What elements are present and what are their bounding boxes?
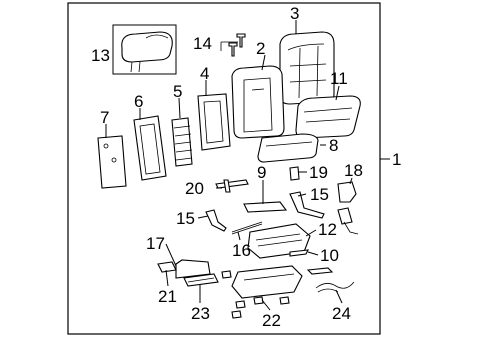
callout-23: 23 [191,304,210,323]
rail-cover [183,273,219,287]
back-panel [97,135,127,189]
seat-back-cover [279,31,335,105]
callout-12: 12 [318,220,337,239]
callout-21: 21 [158,287,177,306]
lumbar-panel [171,117,193,167]
wire-10 [289,249,309,257]
seat-pan [243,201,288,213]
trim-21 [157,261,177,273]
callout-1: 1 [392,150,401,169]
callout-14: 14 [193,34,212,53]
callout-8: 8 [329,136,338,155]
callout-13: 13 [91,46,110,65]
callout-5: 5 [173,82,182,101]
callout-22: 22 [262,311,281,330]
seat-cushion-pad [257,133,319,163]
leader-lines [105,20,353,311]
callout-labels: 1 2 3 4 5 6 7 8 9 10 11 12 13 14 15 15 1… [91,4,401,330]
module-wire [337,207,359,235]
seat-back-pad [231,65,285,139]
callout-2: 2 [256,39,265,58]
switch-panel [175,259,211,279]
recliner-bracket [215,179,249,193]
callout-19: 19 [309,163,328,182]
callout-17: 17 [146,234,165,253]
side-cover [337,181,357,203]
callout-20: 20 [185,179,204,198]
callout-15-right: 15 [310,185,329,204]
callout-9: 9 [257,163,266,182]
wire-harness [231,221,263,235]
callout-15-left: 15 [176,209,195,228]
callout-10: 10 [320,246,339,265]
bracket-19 [289,166,300,181]
seat-cushion-cover [295,95,361,139]
callout-18: 18 [344,161,363,180]
side-shield-right [289,191,325,219]
callout-4: 4 [200,64,209,83]
callout-16: 16 [232,241,251,260]
callout-3: 3 [290,4,299,23]
side-bezel [133,115,167,181]
callout-6: 6 [134,92,143,111]
callout-24: 24 [332,304,351,323]
seat-track-base [221,265,303,319]
headrest-part [121,31,173,73]
cable-24 [306,267,355,293]
seat-back-frame [197,93,231,151]
headrest-inset-box [112,24,177,75]
callout-11: 11 [330,69,348,88]
side-shield-left [205,209,227,232]
callout-7: 7 [100,108,109,127]
diagram-frame [67,2,381,335]
screw-parts [220,33,246,57]
